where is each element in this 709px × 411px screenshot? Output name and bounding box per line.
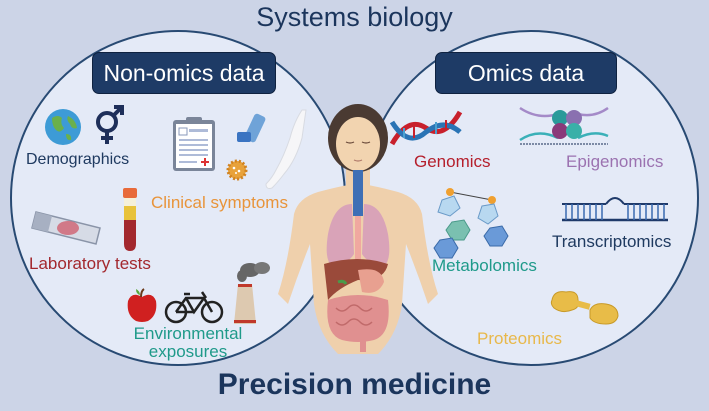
dna-helix-icon bbox=[389, 110, 463, 146]
metabolite-molecule-icon bbox=[433, 188, 509, 259]
demographics-label: Demographics bbox=[26, 151, 130, 168]
environmental-label-line1: Environmental bbox=[133, 324, 243, 343]
rna-transcription-icon bbox=[562, 197, 668, 222]
exposures-label-line2: exposures bbox=[148, 342, 228, 361]
arm-rash-icon bbox=[265, 109, 307, 189]
omics-header-label: Omics data bbox=[467, 59, 585, 86]
systems-biology-title: Systems biology bbox=[256, 2, 453, 32]
blood-tube-icon bbox=[123, 188, 137, 251]
non-omics-header: Non-omics data bbox=[92, 52, 276, 94]
proteomics-label: Proteomics bbox=[477, 329, 563, 348]
transcriptomics-label: Transcriptomics bbox=[552, 232, 672, 251]
precision-medicine-title: Precision medicine bbox=[217, 368, 492, 401]
clinical-symptoms-label: Clinical symptoms bbox=[151, 193, 288, 212]
metabolomics-label: Metabolomics bbox=[432, 256, 537, 275]
factory-smokestack-icon bbox=[234, 262, 270, 324]
nucleosome-icon bbox=[519, 106, 609, 145]
epigenomics-label: Epigenomics bbox=[566, 152, 664, 171]
genomics-label: Genomics bbox=[414, 152, 491, 171]
non-omics-header-label: Non-omics data bbox=[103, 59, 265, 86]
bicycle-icon bbox=[164, 291, 224, 324]
gender-symbol-icon bbox=[96, 105, 124, 144]
pollen-icon bbox=[226, 159, 248, 181]
environmental-exposures-label: Environmental exposures bbox=[124, 325, 252, 361]
laboratory-tests-label: Laboratory tests bbox=[29, 254, 151, 273]
apple-icon bbox=[127, 288, 157, 322]
inhaler-icon bbox=[237, 113, 266, 143]
globe-icon bbox=[45, 109, 81, 145]
omics-header: Omics data bbox=[435, 52, 617, 94]
human-body-organs-icon bbox=[278, 104, 438, 354]
protein-icon bbox=[550, 291, 619, 325]
clipboard-icon bbox=[173, 117, 215, 171]
microscope-slide-icon bbox=[31, 211, 101, 245]
